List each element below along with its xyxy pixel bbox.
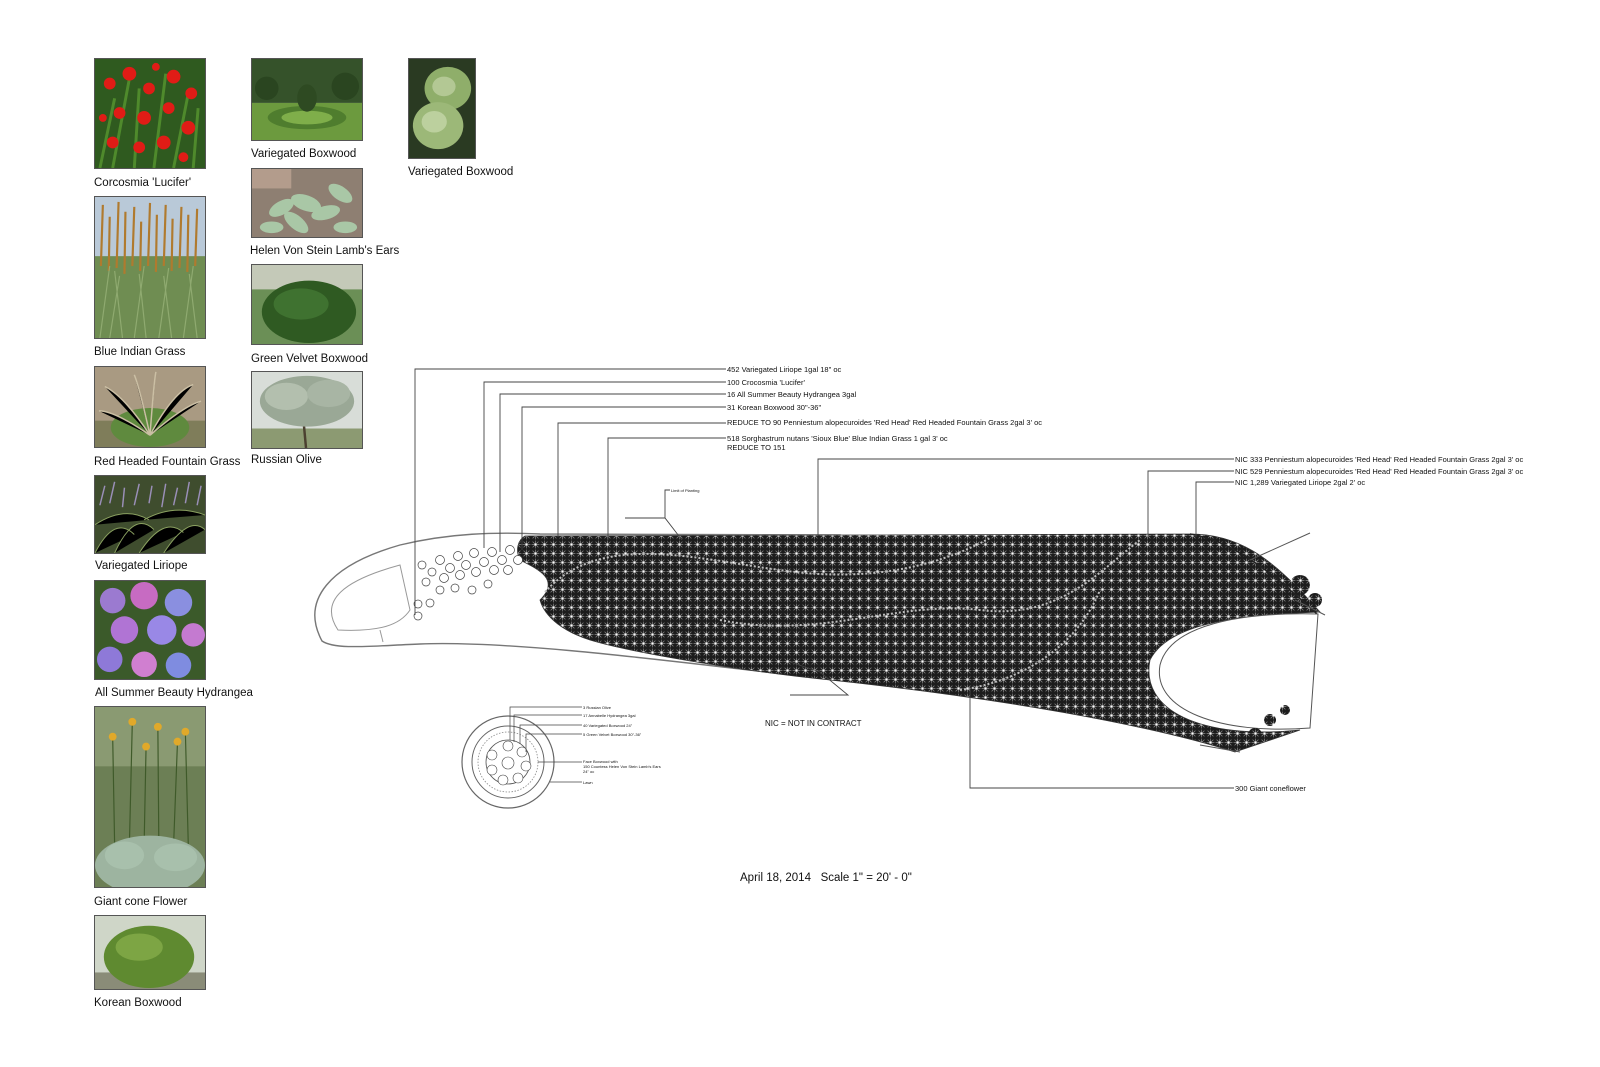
edge-shrubs bbox=[1248, 575, 1322, 742]
circle-bed-lambs-ears: 150 Countess Helen Von Stein Lamb's Ears bbox=[583, 764, 661, 769]
korean-boxwood-photo bbox=[94, 915, 206, 990]
plant-caption: Helen Von Stein Lamb's Ears bbox=[250, 245, 400, 257]
nic-note: NIC = NOT IN CONTRACT bbox=[765, 719, 862, 728]
shrub-circles bbox=[413, 545, 523, 621]
callout-korean-boxwood: 31 Korean Boxwood 30"-36" bbox=[727, 403, 821, 412]
plan-date: April 18, 2014 bbox=[740, 872, 811, 884]
circle-bed-lawn: Lawn bbox=[583, 780, 593, 785]
liriope-photo bbox=[94, 475, 206, 554]
plant-caption: All Summer Beauty Hydrangea bbox=[95, 687, 253, 699]
callout-nic-fountain-grass-1: NIC 333 Penniestum alopecuroides 'Red He… bbox=[1235, 455, 1523, 464]
plan-scale: Scale 1" = 20' - 0" bbox=[820, 872, 912, 884]
plant-caption: Blue Indian Grass bbox=[94, 346, 186, 358]
circle-bed-face-boxwood: Face Boxwood with bbox=[583, 759, 618, 764]
lawn-inset bbox=[331, 564, 411, 631]
hydrangea-photo bbox=[94, 580, 206, 680]
circle-bed-spacing: 24" oc bbox=[583, 769, 594, 774]
circle-bed-russian-olive: 3 Russian Olive bbox=[583, 705, 612, 710]
green-velvet-boxwood-photo bbox=[251, 264, 363, 345]
callout-crocosmia: 100 Crocosmia 'Lucifer' bbox=[727, 378, 805, 387]
circle-bed-variegated-boxwood: 40 Variegated Boxwood 24" bbox=[583, 723, 633, 728]
plant-caption: Variegated Boxwood bbox=[251, 148, 357, 160]
blue-indian-grass-photo bbox=[94, 196, 206, 339]
date-scale-footer: April 18, 2014 Scale 1" = 20' - 0" bbox=[740, 872, 912, 884]
callout-nic-fountain-grass-2: NIC 529 Penniestum alopecuroides 'Red He… bbox=[1235, 467, 1523, 476]
callout-indian-grass-reduce: REDUCE TO 151 bbox=[727, 443, 786, 452]
plant-caption: Variegated Liriope bbox=[95, 560, 188, 572]
plant-caption: Green Velvet Boxwood bbox=[251, 353, 368, 365]
plant-caption: Giant cone Flower bbox=[94, 896, 188, 908]
plant-caption: Corcosmia 'Lucifer' bbox=[94, 177, 192, 189]
coneflower-photo bbox=[94, 706, 206, 888]
callout-nic-liriope: NIC 1,289 Variegated Liriope 2gal 2' oc bbox=[1235, 478, 1365, 487]
russian-olive-photo bbox=[251, 371, 363, 449]
limit-of-planting-label: Limit of Planting bbox=[671, 488, 699, 493]
boxwood-garden-photo bbox=[251, 58, 363, 141]
callout-hydrangea: 16 All Summer Beauty Hydrangea 3gal bbox=[727, 390, 857, 399]
plant-caption: Red Headed Fountain Grass bbox=[94, 456, 241, 468]
lawn-cutout bbox=[1158, 613, 1319, 730]
callout-fountain-grass: REDUCE TO 90 Penniestum alopecuroides 'R… bbox=[727, 418, 1042, 427]
callout-indian-grass: 518 Sorghastrum nutans 'Sioux Blue' Blue… bbox=[727, 434, 948, 443]
callout-liriope: 452 Variegated Liriope 1gal 18" oc bbox=[727, 365, 842, 374]
crocosmia-photo bbox=[94, 58, 206, 169]
circle-bed-annabelle: 17 Annabelle Hydrangea 3gal bbox=[583, 713, 636, 718]
circle-bed-green-velvet: 5 Green Velvet Boxwood 30"-36" bbox=[583, 732, 642, 737]
lambs-ears-photo bbox=[251, 168, 363, 238]
variegated-boxwood-photo bbox=[408, 58, 476, 159]
plant-caption: Korean Boxwood bbox=[94, 997, 182, 1009]
fountain-grass-photo bbox=[94, 366, 206, 448]
plant-caption: Russian Olive bbox=[251, 454, 322, 466]
circular-bed: 3 Russian Olive 17 Annabelle Hydrangea 3… bbox=[461, 705, 661, 809]
callout-coneflower: 300 Giant coneflower bbox=[1235, 784, 1306, 793]
plant-caption: Variegated Boxwood bbox=[408, 166, 514, 178]
